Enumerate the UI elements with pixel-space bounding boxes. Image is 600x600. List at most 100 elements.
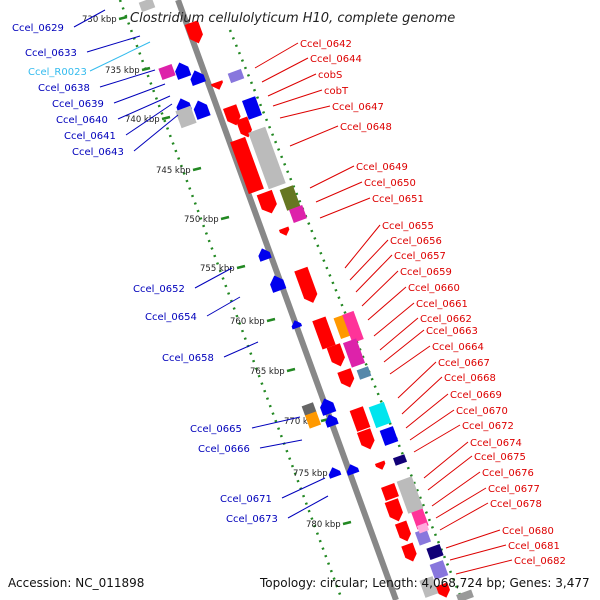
label-layer: Ccel_0629Ccel_0633Ccel_R0023Ccel_0638Cce…	[12, 9, 566, 575]
feature-label-text: Ccel_0672	[462, 421, 514, 432]
feature-block	[242, 96, 262, 120]
feature-label-right: Ccel_0670	[409, 406, 508, 441]
gene-feature	[337, 368, 355, 388]
feature-label-left: Ccel_0654	[145, 296, 241, 323]
feature-label-text: Ccel_0682	[514, 556, 566, 567]
kbp-tick: 740 kbp	[125, 115, 171, 125]
feature-block	[138, 0, 156, 13]
gene-feature	[320, 398, 337, 416]
feature-label-right: cobS	[267, 70, 342, 97]
feature-block	[304, 411, 322, 429]
feature-label-left: Ccel_R0023	[28, 41, 151, 78]
feature-block	[416, 522, 430, 534]
feature-block	[356, 366, 372, 380]
feature-label-text: Ccel_R0023	[28, 67, 87, 78]
feature-block	[429, 560, 449, 580]
feature-label-text: Ccel_0665	[190, 424, 242, 435]
feature-label-right: Ccel_0648	[289, 122, 392, 147]
feature-label-text: Ccel_0654	[145, 312, 197, 323]
feature-label-text: Ccel_0629	[12, 23, 64, 34]
gene-feature	[346, 464, 360, 476]
feature-layer	[138, 0, 474, 600]
kbp-tick-label: 745 kbp	[156, 166, 191, 176]
feature-label-right: Ccel_0675	[427, 452, 526, 491]
feature-label-text: Ccel_0663	[426, 326, 478, 337]
feature-label-right: Ccel_0682	[455, 556, 566, 575]
feature-label-text: Ccel_0656	[390, 236, 442, 247]
feature-block	[381, 483, 399, 501]
feature-label-text: Ccel_0633	[25, 48, 77, 59]
gene-feature	[175, 62, 192, 80]
gene-feature	[278, 226, 290, 236]
kbp-tick: 750 kbp	[184, 215, 230, 225]
feature-label-text: Ccel_0677	[488, 484, 540, 495]
feature-block	[456, 589, 474, 600]
topology-text: Topology: circular; Length: 4,068,724 bp…	[259, 576, 590, 590]
feature-label-text: Ccel_0674	[470, 438, 522, 449]
feature-label-text: Ccel_0669	[450, 390, 502, 401]
gene-feature	[401, 542, 417, 562]
gene-feature	[184, 20, 203, 44]
kbp-tick: 760 kbp	[230, 317, 276, 327]
feature-label-left: Ccel_0638	[38, 69, 156, 94]
feature-label-right: Ccel_0667	[397, 358, 490, 399]
feature-label-text: Ccel_0640	[56, 115, 108, 126]
feature-label-right: Ccel_0663	[383, 326, 478, 363]
feature-label-text: Ccel_0655	[382, 221, 434, 232]
kbp-tick-label: 730 kbp	[82, 15, 117, 25]
feature-label-right: cobT	[272, 86, 349, 107]
feature-block	[426, 543, 444, 561]
feature-block	[158, 63, 176, 81]
kbp-tick: 730 kbp	[82, 15, 128, 25]
kbp-tick-label: 755 kbp	[200, 264, 235, 274]
kbp-tick-label: 740 kbp	[125, 115, 160, 125]
feature-block	[342, 338, 366, 368]
feature-label-left: Ccel_0665	[190, 416, 301, 435]
gene-feature	[325, 414, 339, 428]
kbp-tick-label: 750 kbp	[184, 215, 219, 225]
kbp-tick-label: 760 kbp	[230, 317, 265, 327]
feature-label-left: Ccel_0673	[226, 495, 329, 525]
gene-feature	[357, 428, 375, 450]
feature-block	[333, 314, 351, 340]
feature-label-right: Ccel_0660	[367, 283, 460, 321]
feature-label-right: Ccel_0659	[361, 267, 452, 307]
kbp-tick: 745 kbp	[156, 166, 202, 176]
feature-block	[419, 576, 439, 598]
feature-block	[368, 401, 392, 429]
feature-label-text: Ccel_0643	[72, 147, 124, 158]
feature-label-left: Ccel_0640	[56, 95, 171, 126]
feature-label-right: Ccel_0669	[405, 390, 502, 429]
feature-label-text: Ccel_0670	[456, 406, 508, 417]
feature-label-left: Ccel_0666	[198, 439, 303, 455]
feature-label-text: Ccel_0649	[356, 162, 408, 173]
feature-label-text: Ccel_0660	[408, 283, 460, 294]
feature-label-text: Ccel_0678	[490, 499, 542, 510]
feature-block	[279, 185, 301, 211]
feature-block	[414, 528, 432, 546]
feature-label-text: Ccel_0657	[394, 251, 446, 262]
feature-label-text: Ccel_0673	[226, 514, 278, 525]
gene-feature	[190, 70, 206, 86]
kbp-tick: 735 kbp	[105, 66, 151, 76]
feature-label-right: Ccel_0656	[349, 236, 442, 281]
feature-label-text: Ccel_0651	[372, 194, 424, 205]
feature-label-left: Ccel_0652	[133, 267, 233, 295]
feature-label-right: Ccel_0644	[261, 54, 362, 83]
feature-label-right: Ccel_0676	[431, 468, 534, 507]
kbp-tick-label: 735 kbp	[105, 66, 140, 76]
kbp-tick: 765 kbp	[250, 367, 296, 377]
feature-label-text: Ccel_0638	[38, 83, 90, 94]
gene-feature	[291, 320, 303, 330]
gene-feature	[193, 100, 211, 120]
gene-feature	[394, 520, 412, 542]
feature-label-text: Ccel_0676	[482, 468, 534, 479]
feature-label-text: Ccel_0662	[420, 314, 472, 325]
feature-label-text: Ccel_0639	[52, 99, 104, 110]
gene-feature	[256, 189, 277, 214]
feature-label-right: Ccel_0642	[254, 39, 352, 69]
gene-feature	[210, 80, 223, 90]
feature-label-text: Ccel_0647	[332, 102, 384, 113]
gene-feature	[328, 467, 342, 479]
